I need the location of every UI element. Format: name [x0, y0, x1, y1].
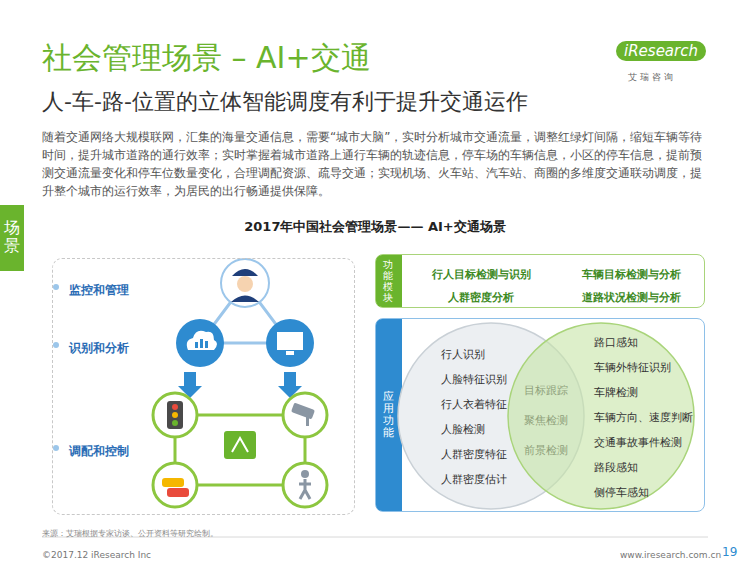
text-slot: 车辆外特征识别	[594, 356, 671, 375]
text-slot: 行人衣着特征	[441, 393, 507, 412]
text-slot: 人脸检测	[441, 418, 485, 437]
node-text: 应用功能	[383, 391, 394, 439]
text-slot: 人脸特征识别	[441, 368, 507, 387]
node-text: 行人目标检测与识别	[432, 267, 531, 282]
text-slot: 行人目标检测与识别	[432, 263, 531, 282]
node-text: 路段感知	[594, 460, 638, 475]
text-slot: 应用功能	[383, 391, 394, 440]
text-slot: 行人识别	[441, 343, 485, 362]
text-slot: 调配和控制	[69, 440, 129, 460]
page-title: 社会管理场景 – AI+交通	[42, 40, 371, 76]
text-slot: 社会管理场景 – AI+交通	[42, 40, 371, 76]
node-text: 监控和管理	[69, 282, 129, 299]
text-slot: 人群密度估计	[441, 468, 507, 487]
node-text: 人脸检测	[441, 422, 485, 437]
node-text: 人群密度估计	[441, 472, 507, 487]
text-slot: www.iresearch.com.cn	[620, 543, 721, 562]
text-slot: 来源：艾瑞根据专家访谈、公开资料等研究绘制。	[42, 521, 218, 540]
text-slot: 车辆目标检测与分析	[582, 263, 681, 282]
text-slot: 交通事故事件检测	[594, 431, 682, 450]
node-text: 车辆外特征识别	[594, 360, 671, 375]
text-slot: 识别和分析	[69, 337, 129, 357]
text-slot: 19	[722, 541, 737, 560]
label-text: 19	[722, 545, 737, 559]
label-text: 来源：艾瑞根据专家访谈、公开资料等研究绘制。	[42, 528, 218, 539]
node-text: 功能模块	[383, 259, 393, 303]
label-text: 艾 瑞 咨 询	[628, 71, 673, 84]
node-text: 识别和分析	[69, 340, 129, 357]
text-slot: 场景	[4, 219, 20, 255]
text-slot: 功能模块	[383, 259, 393, 305]
application-box: 应用功能行人识别人脸特征识别行人衣着特征人脸检测人群密度特征人群密度估计目标跟踪…	[375, 318, 705, 512]
label-text: www.iresearch.com.cn	[620, 550, 721, 560]
text-slot: 监控和管理	[69, 279, 129, 299]
node-text: 车辆方向、速度判断	[594, 410, 693, 425]
node-text: 场景	[4, 219, 20, 254]
node-text: 行人衣着特征	[441, 397, 507, 412]
text-slot: 道路状况检测与分析	[582, 286, 681, 305]
node-text: 人群密度分析	[448, 290, 514, 305]
text-slot: 路口感知	[594, 331, 638, 350]
text-slot: 车辆方向、速度判断	[594, 406, 693, 425]
side-tab: 场景	[0, 205, 24, 271]
function-module-box: 功能模块 行人目标检测与识别人群密度分析 车辆目标检测与分析道路状况检测与分析	[375, 254, 705, 308]
node-text: 人脸特征识别	[441, 372, 507, 387]
label-text: ©2017.12 iResearch Inc	[42, 550, 151, 560]
node-text: 行人识别	[441, 347, 485, 362]
node-text: 人群密度特征	[441, 447, 507, 462]
node-text: 交通事故事件检测	[594, 435, 682, 450]
text-slot: 2017年中国社会管理场景—— AI+交通场景	[244, 216, 506, 236]
label-text: 随着交通网络大规模联网，汇集的海量交通信息，需要“城市大脑”，实时分析城市交通流…	[42, 128, 710, 200]
node-text: 调配和控制	[69, 443, 129, 460]
dashed-panel: 监控和管理识别和分析调配和控制	[52, 258, 355, 515]
text-slot: 侧停车感知	[594, 481, 649, 500]
text-slot: 路段感知	[594, 456, 638, 475]
text-slot: ©2017.12 iResearch Inc	[42, 543, 151, 562]
venn-circle-right: 路口感知车辆外特征识别车牌检测车辆方向、速度判断交通事故事件检测路段感知侧停车感…	[506, 321, 696, 511]
node-text: 车辆目标检测与分析	[582, 267, 681, 282]
text-slot: 随着交通网络大规模联网，汇集的海量交通信息，需要“城市大脑”，实时分析城市交通流…	[42, 128, 710, 200]
node-text: 车牌检测	[594, 385, 638, 400]
node-text: 侧停车感知	[594, 485, 649, 500]
node-text: 道路状况检测与分析	[582, 290, 681, 305]
text-slot: 车牌检测	[594, 381, 638, 400]
text-slot: iResearch	[616, 41, 706, 61]
label-text: iResearch	[616, 41, 706, 61]
text-slot: 艾 瑞 咨 询	[628, 65, 673, 84]
text-slot: 人群密度特征	[441, 443, 507, 462]
text-slot: 人群密度分析	[448, 286, 514, 305]
label-text: 人-车-路-位置的立体智能调度有利于提升交通运作	[42, 88, 528, 116]
text-slot: 人-车-路-位置的立体智能调度有利于提升交通运作	[42, 88, 528, 116]
node-text: 路口感知	[594, 335, 638, 350]
label-text: 2017年中国社会管理场景—— AI+交通场景	[244, 218, 506, 236]
